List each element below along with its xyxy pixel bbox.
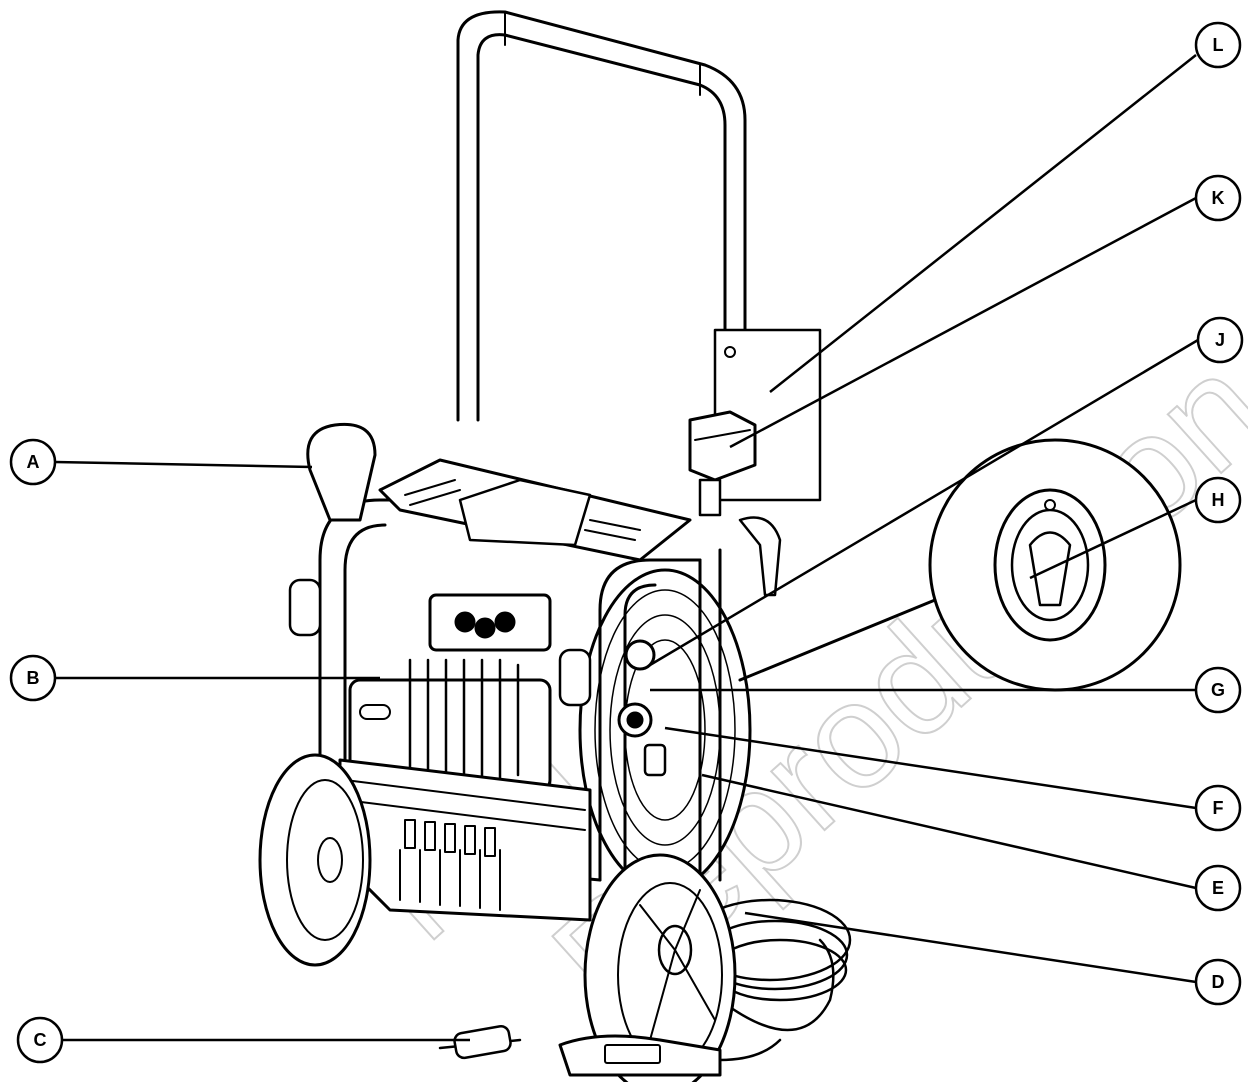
plate-hole bbox=[724, 346, 736, 358]
callout-e-label: E bbox=[1212, 878, 1224, 898]
leader-j bbox=[649, 338, 1199, 667]
callout-j: J bbox=[1196, 316, 1244, 364]
callout-j-label: J bbox=[1215, 330, 1225, 350]
water-inlet-core bbox=[626, 711, 644, 729]
callout-d-label: D bbox=[1212, 972, 1225, 992]
cord-clip bbox=[643, 743, 667, 777]
callout-a: A bbox=[9, 438, 57, 486]
callouts: A B C D E F G H bbox=[9, 21, 1244, 1064]
leader-a bbox=[54, 460, 313, 469]
callout-d: D bbox=[1194, 958, 1242, 1006]
leader-e bbox=[701, 773, 1197, 890]
lower-housing bbox=[338, 758, 592, 922]
callout-k-label: K bbox=[1212, 188, 1225, 208]
leader-h bbox=[1029, 498, 1197, 580]
callout-g-label: G bbox=[1211, 680, 1225, 700]
callout-a-label: A bbox=[27, 452, 40, 472]
pump bbox=[428, 593, 552, 652]
callout-l: L bbox=[1194, 21, 1242, 69]
callout-b: B bbox=[9, 654, 57, 702]
cord-hook-right bbox=[558, 648, 592, 707]
gun-holder bbox=[306, 422, 377, 522]
callout-b-label: B bbox=[27, 668, 40, 688]
leader-d bbox=[744, 911, 1197, 984]
leader-f bbox=[664, 726, 1197, 810]
front-wheel bbox=[583, 853, 737, 1082]
callout-h: H bbox=[1194, 476, 1242, 524]
callout-k: K bbox=[1194, 174, 1242, 222]
callout-c-label: C bbox=[34, 1030, 47, 1050]
callout-l-label: L bbox=[1213, 35, 1224, 55]
nozzle-holder bbox=[688, 410, 757, 517]
cord-hook-left bbox=[288, 578, 322, 637]
valve-lever bbox=[738, 516, 782, 597]
high-pressure-outlet bbox=[624, 639, 656, 671]
callout-f-label: F bbox=[1213, 798, 1224, 818]
callout-e: E bbox=[1194, 864, 1242, 912]
callout-f: F bbox=[1194, 784, 1242, 832]
hose-reel bbox=[578, 568, 752, 892]
top-grip-pad bbox=[458, 478, 592, 547]
leader-k bbox=[729, 196, 1197, 449]
pressure-washer-illustration bbox=[258, 10, 1182, 1082]
leader-l bbox=[769, 54, 1197, 393]
handle bbox=[456, 10, 747, 422]
callout-h-label: H bbox=[1212, 490, 1225, 510]
callout-g: G bbox=[1194, 666, 1242, 714]
leader-lines bbox=[54, 54, 1199, 1042]
callout-c: C bbox=[16, 1016, 64, 1064]
gfci-plug bbox=[438, 1024, 782, 1077]
rear-wheel bbox=[258, 753, 372, 967]
top-ribs bbox=[404, 479, 641, 541]
